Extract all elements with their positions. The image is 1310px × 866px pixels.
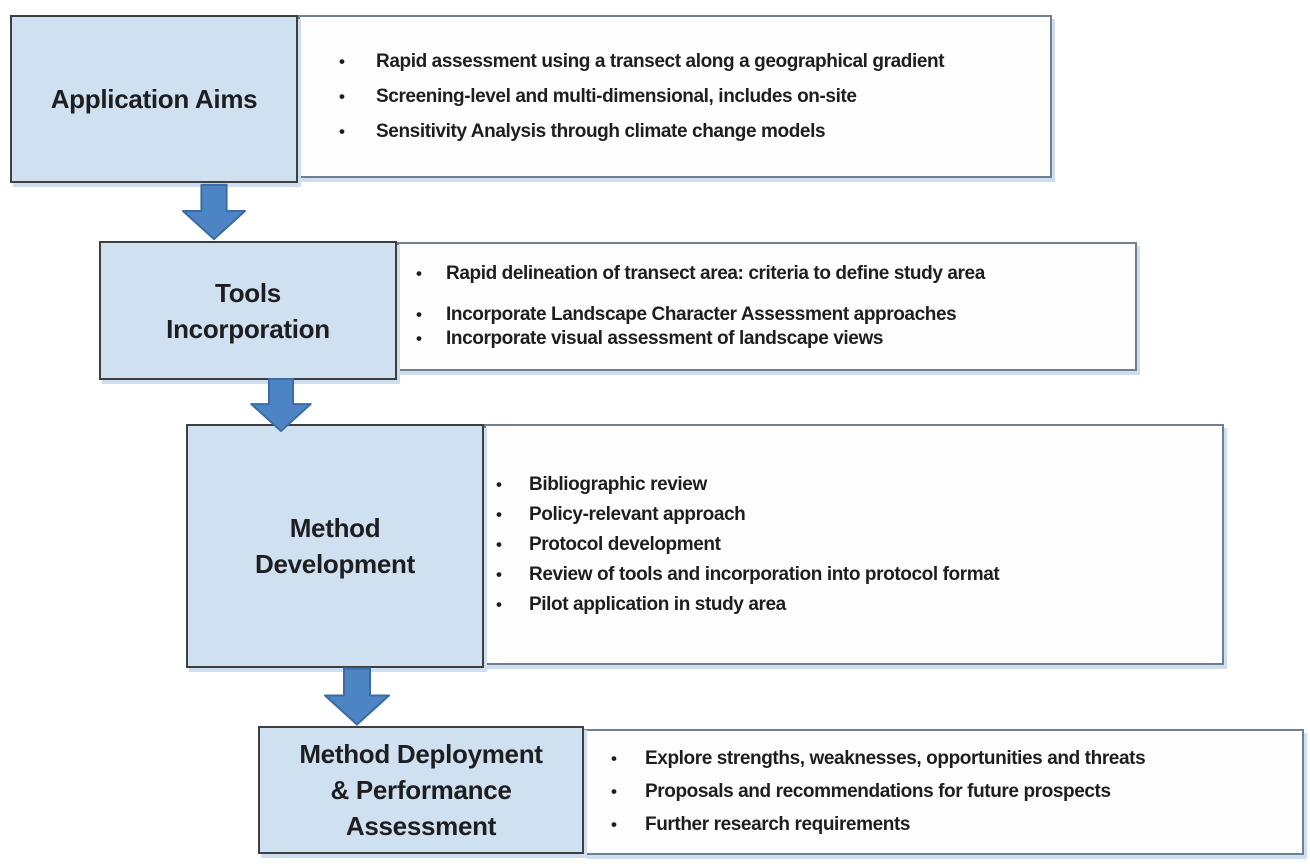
bullet-marker-icon: •	[611, 782, 617, 801]
bullet-item: • Incorporate Landscape Character Assessm…	[399, 303, 1135, 327]
bullet-text: Pilot application in study area	[529, 593, 786, 615]
bullet-text: Screening-level and multi-dimensional, i…	[376, 85, 857, 107]
bullet-item: • Incorporate visual assessment of landsc…	[399, 327, 1135, 351]
stage-title: Method Development	[255, 513, 415, 579]
bullet-text: Rapid assessment using a transect along …	[376, 50, 945, 72]
bullet-text: Incorporate visual assessment of landsca…	[446, 328, 883, 349]
stage-box-method-development: Method Development	[186, 424, 484, 668]
bullet-marker-icon: •	[496, 564, 502, 584]
bullet-item: • Bibliographic review	[486, 473, 1222, 497]
stage-details-tools-incorporation: • Rapid delineation of transect area: cri…	[397, 242, 1137, 371]
stage-details-method-deployment-performance-assessment: • Explore strengths, weaknesses, opportun…	[584, 729, 1304, 855]
bullet-marker-icon: •	[416, 264, 422, 283]
bullet-marker-icon: •	[496, 504, 502, 524]
bullet-item: • Explore strengths, weaknesses, opportun…	[586, 747, 1302, 771]
stage-title: Method Deployment & Performance Assessme…	[299, 739, 543, 841]
bullet-text: Explore strengths, weaknesses, opportuni…	[645, 748, 1146, 769]
down-arrow-icon	[324, 667, 390, 726]
bullet-list: • Rapid delineation of transect area: cri…	[399, 262, 1135, 351]
bullet-item: • Protocol development	[486, 533, 1222, 557]
stage-details-method-development: • Bibliographic review • Policy-relevant ap…	[484, 424, 1224, 665]
stage-box-tools-incorporation: Tools Incorporation	[99, 241, 397, 380]
bullet-marker-icon: •	[416, 329, 422, 348]
bullet-text: Review of tools and incorporation into p…	[529, 563, 1000, 585]
stage-box-method-deployment-performance-assessment: Method Deployment & Performance Assessme…	[258, 726, 584, 854]
down-arrow-icon	[250, 378, 312, 432]
bullet-text: Further research requirements	[645, 814, 911, 835]
bullet-text: Rapid delineation of transect area: crit…	[446, 263, 985, 284]
bullet-text: Bibliographic review	[529, 473, 707, 495]
bullet-item: • Proposals and recommendations for futur…	[586, 780, 1302, 804]
bullet-item: • Pilot application in study area	[486, 593, 1222, 617]
stage-title: Application Aims	[50, 84, 258, 114]
bullet-text: Proposals and recommendations for future…	[645, 781, 1111, 802]
bullet-item: • Sensitivity Analysis through climate ch…	[300, 120, 1050, 144]
bullet-item: • Rapid assessment using a transect along…	[300, 50, 1050, 74]
bullet-list: • Bibliographic review • Policy-relevant ap…	[486, 470, 1222, 620]
bullet-text: Protocol development	[529, 533, 721, 555]
bullet-list: • Rapid assessment using a transect along…	[300, 44, 1050, 149]
bullet-marker-icon: •	[496, 594, 502, 614]
bullet-marker-icon: •	[496, 534, 502, 554]
bullet-marker-icon: •	[339, 121, 345, 141]
bullet-marker-icon: •	[416, 305, 422, 324]
bullet-list: • Explore strengths, weaknesses, opportun…	[586, 743, 1302, 842]
bullet-marker-icon: •	[339, 51, 345, 71]
stage-title: Tools Incorporation	[166, 277, 330, 344]
bullet-marker-icon: •	[496, 474, 502, 494]
down-arrow-icon	[182, 183, 246, 241]
bullet-item: • Review of tools and incorporation into …	[486, 563, 1222, 587]
bullet-text: Sensitivity Analysis through climate cha…	[376, 120, 826, 142]
bullet-text: Policy-relevant approach	[529, 503, 746, 525]
bullet-marker-icon: •	[611, 815, 617, 834]
stage-box-application-aims: Application Aims	[10, 15, 298, 183]
stage-details-application-aims: • Rapid assessment using a transect along…	[298, 15, 1052, 178]
bullet-marker-icon: •	[611, 749, 617, 768]
bullet-item: • Policy-relevant approach	[486, 503, 1222, 527]
bullet-item: • Screening-level and multi-dimensional, …	[300, 85, 1050, 109]
bullet-item: • Further research requirements	[586, 813, 1302, 837]
bullet-marker-icon: •	[339, 86, 345, 106]
bullet-item: • Rapid delineation of transect area: cri…	[399, 262, 1135, 286]
bullet-text: Incorporate Landscape Character Assessme…	[446, 304, 957, 325]
